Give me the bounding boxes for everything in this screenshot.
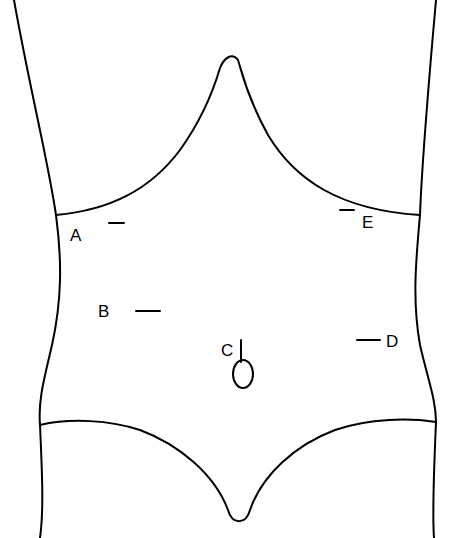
callout-letter: A bbox=[70, 227, 81, 244]
callout-letter: B bbox=[98, 303, 109, 320]
incision-e bbox=[340, 209, 354, 211]
incision-a bbox=[109, 222, 124, 224]
incision-d bbox=[357, 339, 380, 341]
right-flank bbox=[415, 0, 436, 538]
incision-b bbox=[136, 310, 160, 312]
callout-letter: C bbox=[221, 342, 233, 359]
left-flank bbox=[14, 0, 60, 538]
callout-letter: D bbox=[386, 333, 398, 350]
umbilicus bbox=[233, 360, 253, 388]
callout-letter: E bbox=[362, 214, 373, 231]
incision-c bbox=[240, 340, 242, 362]
inguinal-line bbox=[40, 420, 436, 522]
costal-margin bbox=[56, 56, 420, 215]
